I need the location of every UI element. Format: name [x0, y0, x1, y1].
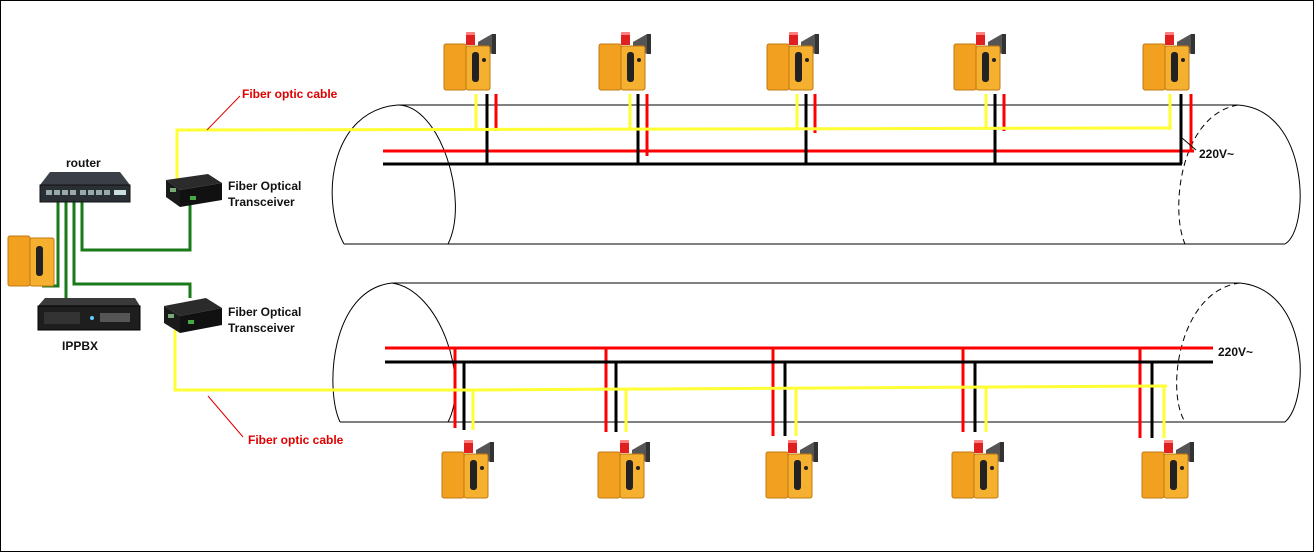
power-label-pointer-top — [1181, 137, 1197, 151]
router-label: router — [66, 156, 101, 170]
lower-phone-4-icon — [951, 439, 1005, 499]
lower-phone-3-icon — [765, 439, 819, 499]
upper-phone-2-icon — [598, 31, 652, 91]
transceiver-top-media-converter-icon — [166, 174, 222, 207]
power-label-bottom: 220V~ — [1218, 345, 1253, 359]
upper-power-line — [383, 94, 1194, 156]
upper-tunnel — [331, 104, 1301, 245]
power-label-top: 220V~ — [1199, 147, 1234, 161]
lower-tunnel — [332, 282, 1301, 423]
transceiver-top-label-line1: Fiber Optical — [228, 179, 301, 193]
ippbx-label: IPPBX — [62, 339, 98, 353]
upper-phone-4-icon — [953, 31, 1007, 91]
transceiver-bottom-label-line2: Transceiver — [228, 321, 295, 335]
lower-phone-5-icon — [1141, 439, 1195, 499]
fiber-cable-label-top: Fiber optic cable — [242, 87, 338, 101]
transceiver-top-label-line2: Transceiver — [228, 195, 295, 209]
local-phone-industrial-emergency-phone-icon — [7, 235, 55, 287]
upper-phone-5-icon — [1142, 31, 1196, 91]
upper-fiber-cable — [175, 94, 1172, 186]
lower-phone-1-icon — [441, 439, 495, 499]
fiber-label-pointer-top — [206, 95, 241, 131]
transceiver-bottom-media-converter-icon — [164, 298, 222, 333]
lower-neutral-line — [385, 360, 1213, 438]
ethernet-links — [42, 200, 192, 300]
fiber-label-pointer-bottom — [207, 395, 244, 438]
ippbx-rack-server-icon — [37, 298, 141, 331]
lower-phone-2-icon — [597, 439, 651, 499]
fiber-cable-label-bottom: Fiber optic cable — [248, 433, 344, 447]
upper-phone-1-icon — [443, 31, 497, 91]
router-icon — [39, 172, 131, 203]
transceiver-bottom-label-line1: Fiber Optical — [228, 305, 301, 319]
upper-phone-3-icon — [766, 31, 820, 91]
lower-fiber-cable — [173, 330, 1168, 438]
